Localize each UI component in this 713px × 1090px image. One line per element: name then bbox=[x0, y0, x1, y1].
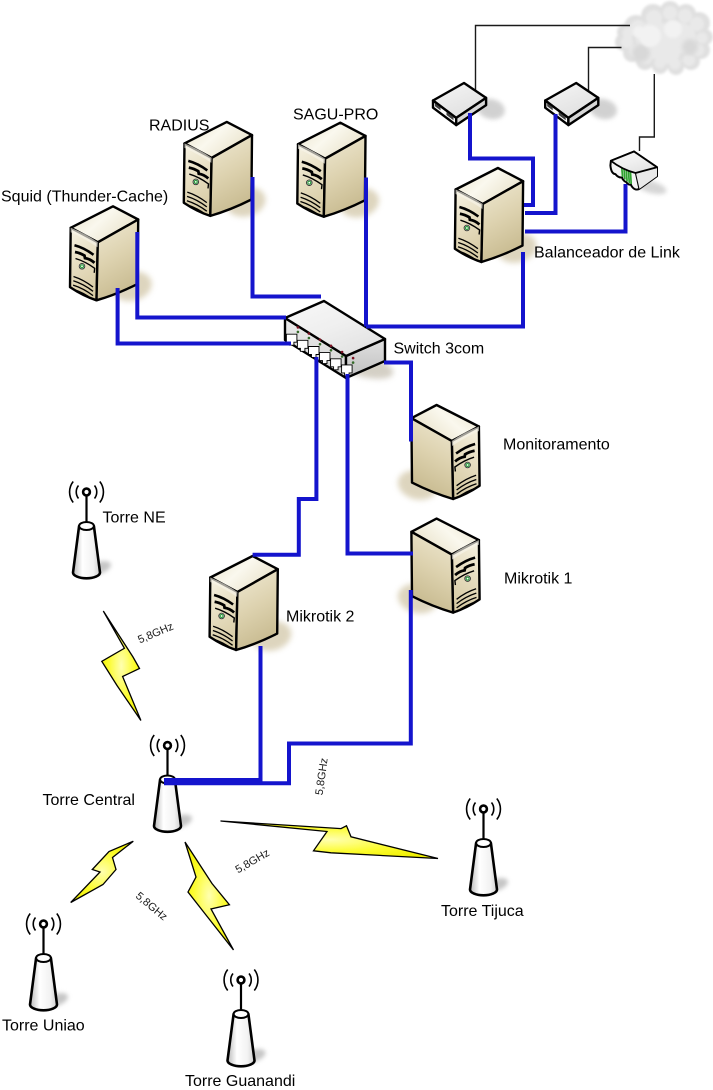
svg-text:5,8GHz: 5,8GHz bbox=[136, 621, 175, 647]
svg-text:Balanceador de Link: Balanceador de Link bbox=[534, 245, 681, 262]
svg-text:RADIUS: RADIUS bbox=[149, 118, 209, 135]
svg-text:SAGU-PRO: SAGU-PRO bbox=[293, 107, 378, 124]
svg-text:Switch 3com: Switch 3com bbox=[394, 341, 485, 358]
svg-text:Torre Uniao: Torre Uniao bbox=[2, 1018, 85, 1035]
svg-text:Mikrotik 2: Mikrotik 2 bbox=[286, 609, 355, 626]
svg-text:5,8GHz: 5,8GHz bbox=[234, 847, 272, 876]
svg-text:Monitoramento: Monitoramento bbox=[503, 437, 610, 454]
svg-text:5,8GHz: 5,8GHz bbox=[314, 757, 331, 796]
svg-text:Mikrotik 1: Mikrotik 1 bbox=[504, 571, 573, 588]
svg-text:5,8GHz: 5,8GHz bbox=[133, 890, 169, 923]
svg-text:Torre Guanandi: Torre Guanandi bbox=[185, 1073, 295, 1090]
svg-text:Squid (Thunder-Cache): Squid (Thunder-Cache) bbox=[1, 189, 168, 206]
svg-text:Torre Tijuca: Torre Tijuca bbox=[441, 903, 524, 920]
svg-text:Torre Central: Torre Central bbox=[43, 792, 135, 809]
svg-text:Torre NE: Torre NE bbox=[103, 510, 166, 527]
